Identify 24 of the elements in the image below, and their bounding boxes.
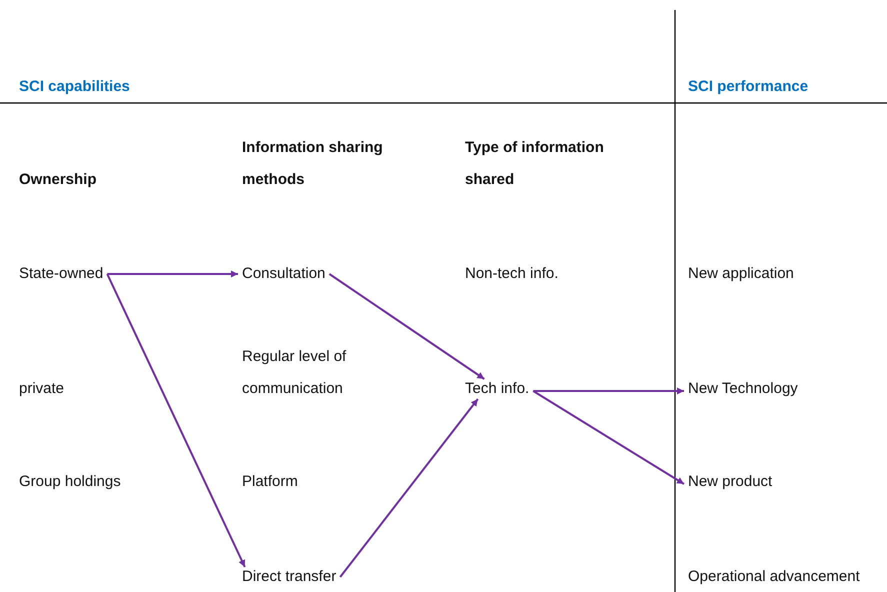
arrow	[328, 273, 485, 380]
item-label: Group holdings	[19, 472, 121, 492]
column-heading: Type of information shared	[465, 138, 605, 190]
node-text: Consultation	[242, 264, 326, 284]
column-heading: SCI performance	[688, 77, 808, 97]
item-label: Regular level of communication	[242, 347, 348, 399]
node-text: New Technology	[688, 379, 798, 399]
arrow	[532, 390, 685, 485]
item-label: Non-tech info.	[465, 264, 558, 284]
column-heading: Ownership	[19, 170, 97, 190]
item-label: Platform	[242, 472, 298, 492]
node-text: Direct transfer	[242, 567, 336, 587]
column-heading: SCI capabilities	[19, 77, 130, 97]
arrow	[106, 274, 246, 568]
node-text: Tech info.	[465, 379, 530, 399]
arrow	[533, 388, 684, 394]
node-text: New product	[688, 472, 772, 492]
item-label: Operational advancement	[688, 567, 860, 587]
item-label: New application	[688, 264, 794, 284]
arrow	[107, 270, 238, 278]
node-text: State-owned	[19, 264, 104, 284]
arrow	[339, 398, 479, 578]
column-heading: Information sharing methods	[242, 138, 384, 190]
item-label: private	[19, 379, 64, 399]
